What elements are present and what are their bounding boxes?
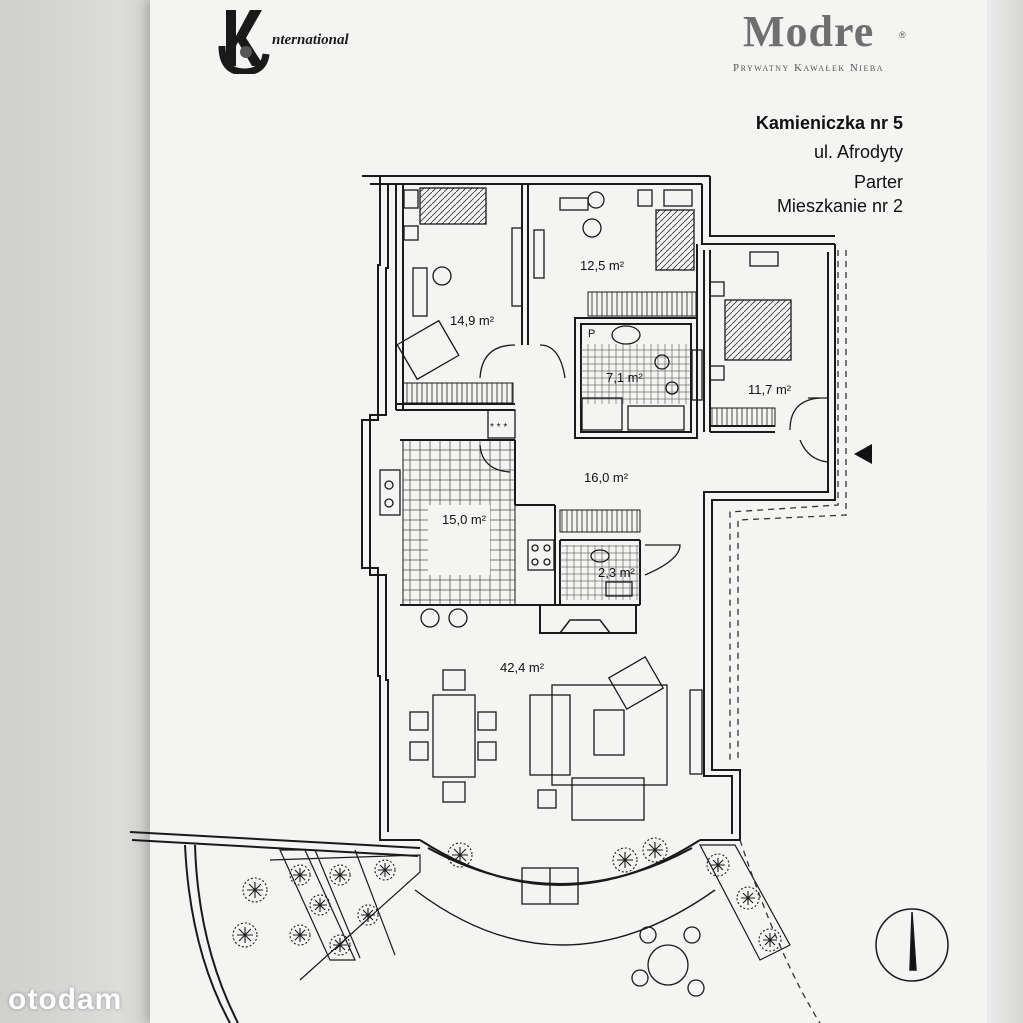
entrance-arrow-icon [854,444,872,464]
room-area-living-room: 42,4 m² [500,660,545,675]
floor-name: Parter [853,172,903,192]
apartment-number: Mieszkanie nr 2 [776,196,903,216]
building-name: Kamieniczka nr 5 [755,113,903,133]
room-area-kitchen: 15,0 m² [442,512,487,527]
page-edge-right [987,0,1023,1023]
logo-text: nternational [272,32,349,48]
kc-logo-icon [218,10,270,74]
room-area-bedroom-1: 14,9 m² [450,313,495,328]
tree-symbols [232,837,782,956]
room-area-bedroom-3: 11,7 m² [748,382,792,397]
otodom-watermark: otodam [8,983,123,1016]
developer-logo: Modre [743,7,875,56]
developer-tagline: Prywatny Kawałek Nieba [733,62,884,74]
room-area-wc: 2,3 m² [598,565,635,580]
compass-icon [875,908,949,982]
room-area-bedroom-2: 12,5 m² [580,258,625,273]
left-page-edge [0,0,170,1023]
registered-mark: ® [899,30,906,40]
room-area-bathroom: 7,1 m² [606,370,643,385]
street-name: ul. Afrodyty [813,142,903,162]
closet-mark: P [588,328,595,340]
room-area-hall: 16,0 m² [584,470,629,485]
hob-symbol: * * * [490,422,507,433]
